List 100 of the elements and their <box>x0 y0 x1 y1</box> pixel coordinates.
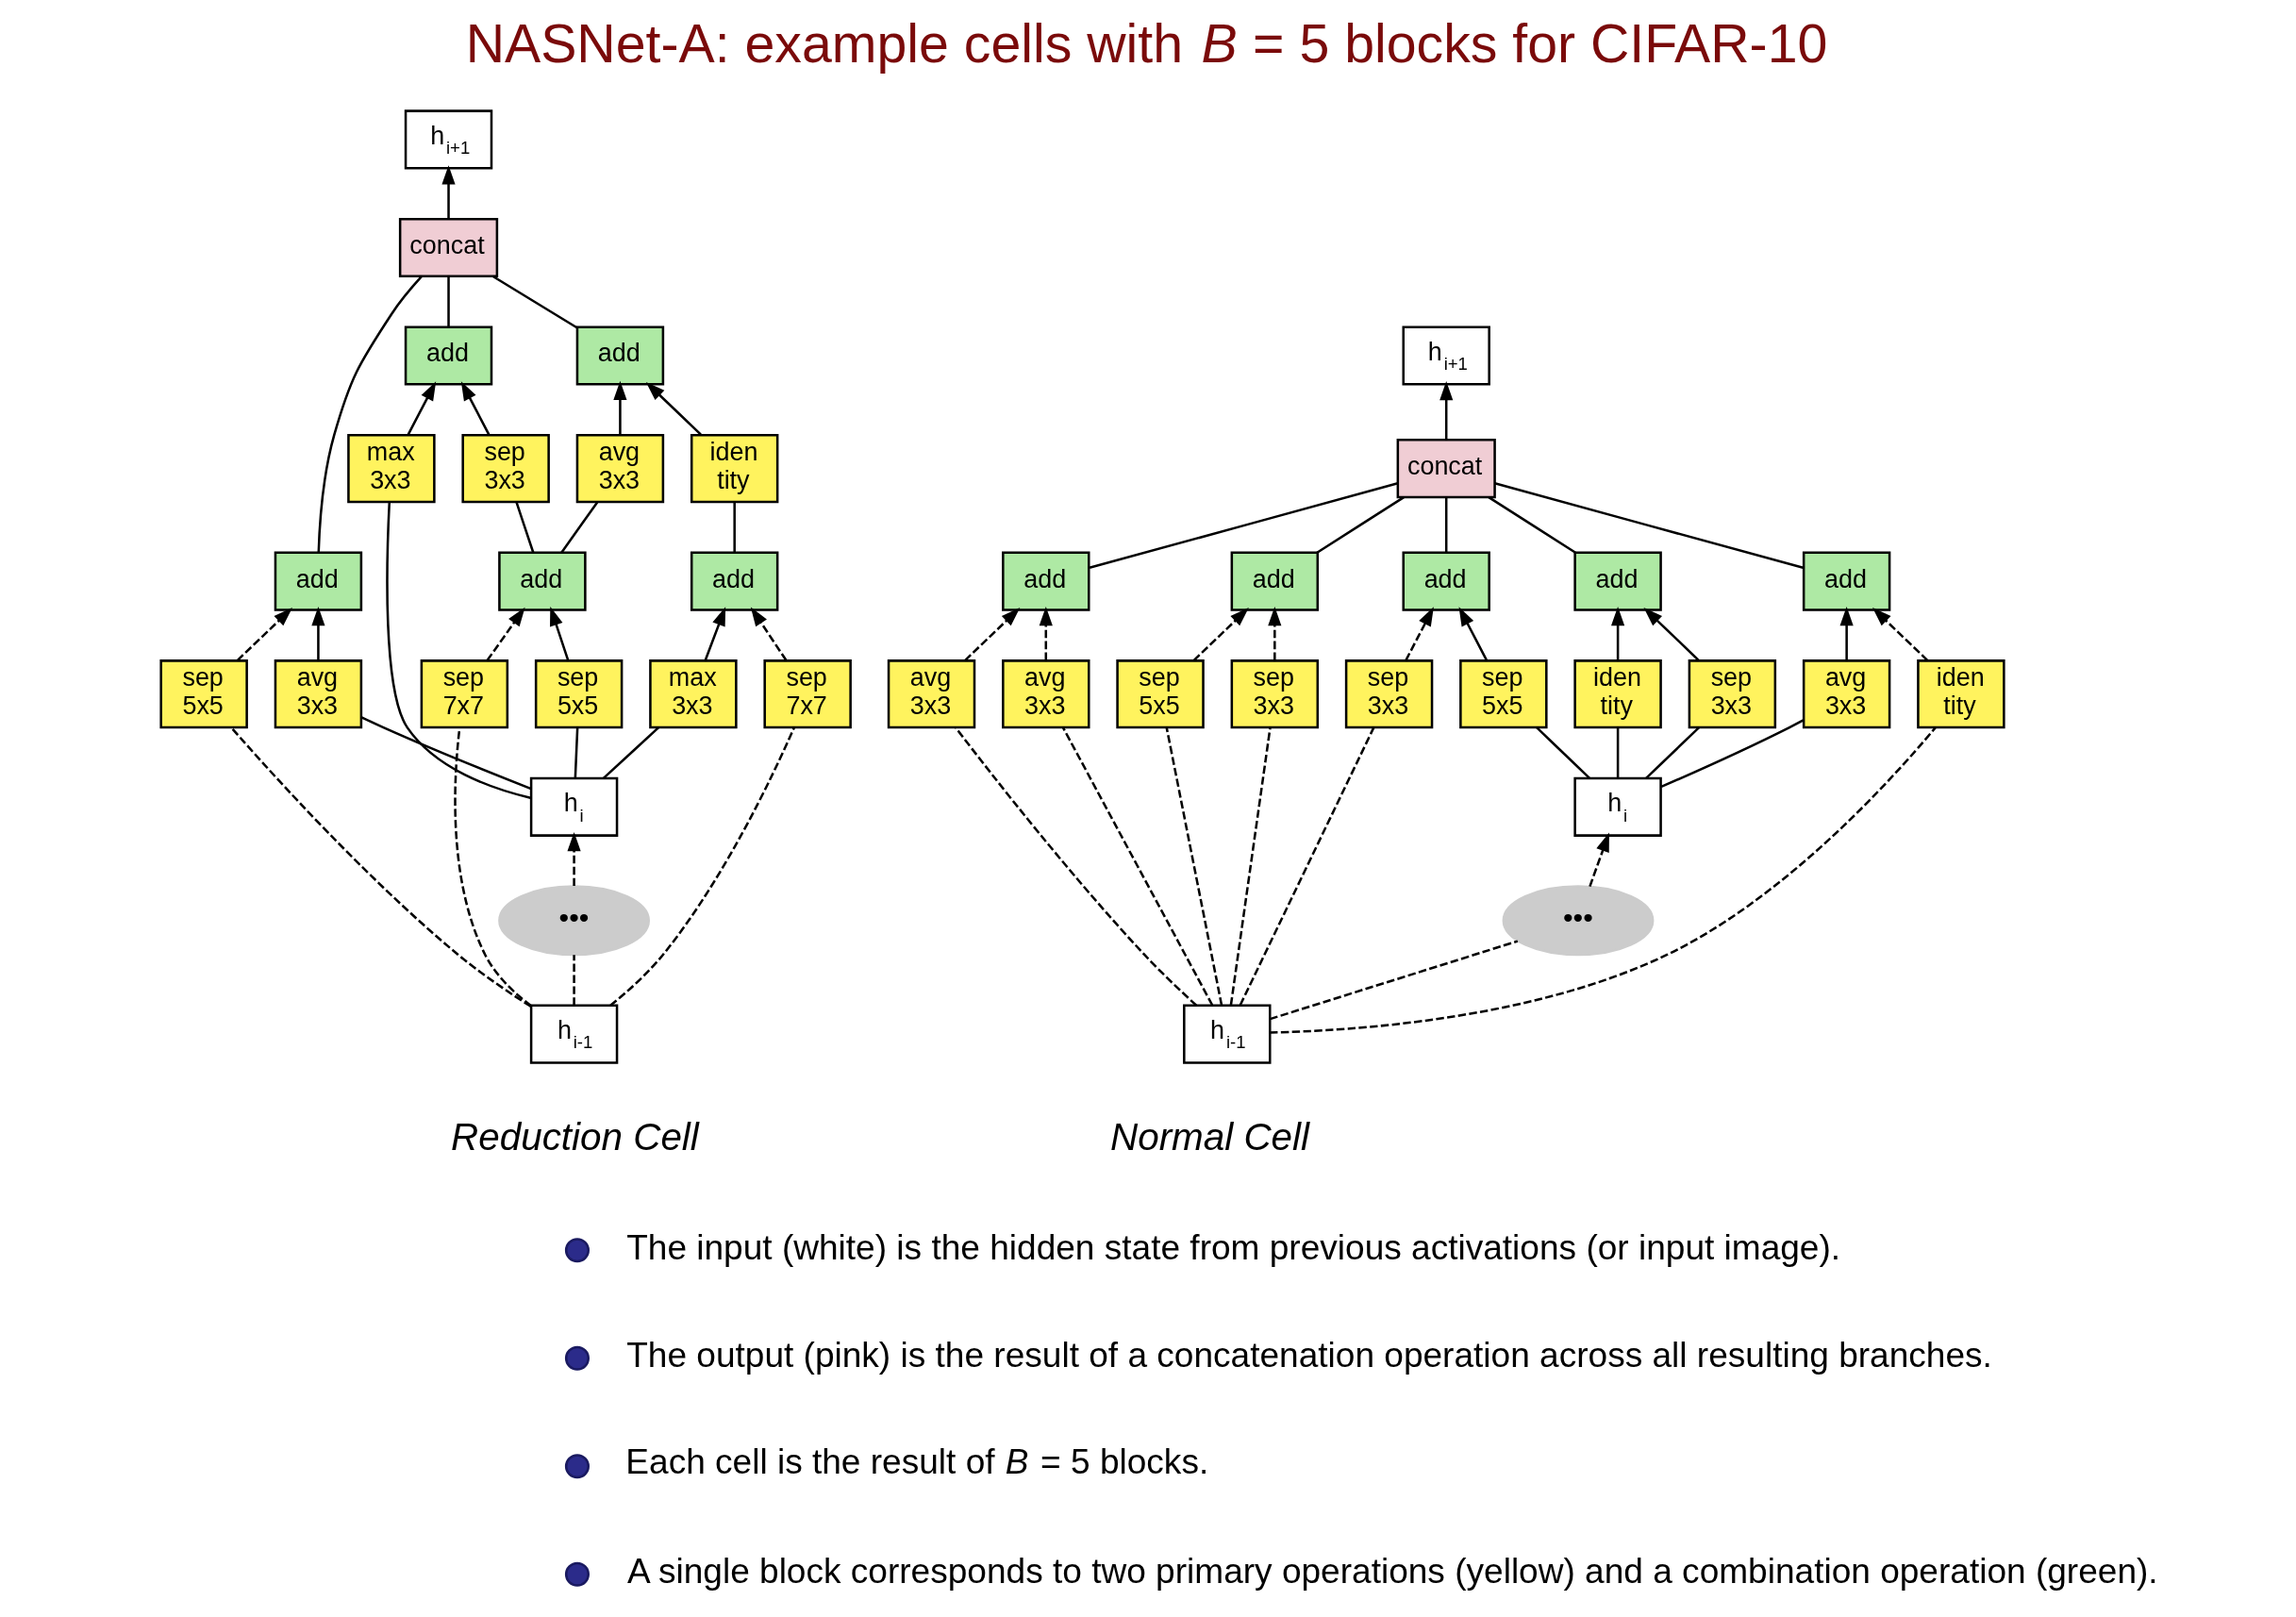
node-box: sep 3x3 <box>1230 659 1320 729</box>
node-box: sep 3x3 <box>1688 659 1777 729</box>
node-box: add <box>498 551 587 611</box>
arrow <box>460 381 491 436</box>
arrow <box>645 381 702 436</box>
connector <box>560 501 599 554</box>
label: Each cell is the result of B = 5 blocks. <box>625 1442 1209 1482</box>
node-box: add <box>575 325 665 386</box>
connector <box>1645 726 1701 779</box>
node-box: h$_{i}$ <box>1573 776 1662 837</box>
connector <box>317 275 423 553</box>
node-box: iden tity <box>1573 659 1662 729</box>
connector <box>1316 496 1405 554</box>
label: The input (white) is the hidden state from previous activations (or input image). <box>626 1226 1841 1267</box>
connector <box>573 955 575 1006</box>
node-ellipse: ••• <box>498 885 650 957</box>
connector <box>1061 726 1214 1006</box>
connector <box>609 726 795 1007</box>
connector <box>1229 727 1272 1006</box>
node-box: sep 5x5 <box>159 659 248 729</box>
arrow <box>1439 381 1454 441</box>
node-box: h$_{i-1}$ <box>1183 1004 1272 1064</box>
node-box: max 3x3 <box>347 433 436 504</box>
node-box: add <box>1573 551 1662 611</box>
label: Reduction Cell <box>451 1115 699 1159</box>
label: A single block corresponds to two primary operations (yellow) and a combination operation (green). <box>627 1551 2158 1592</box>
connector <box>1488 496 1576 554</box>
node-box: avg 3x3 <box>1002 659 1090 729</box>
arrow <box>1405 607 1434 661</box>
connector <box>1494 482 1804 570</box>
node-box: sep 3x3 <box>461 433 550 504</box>
node-box: avg 3x3 <box>575 433 665 504</box>
connector <box>1660 719 1805 789</box>
node-box: add <box>690 551 779 611</box>
connector <box>733 502 736 553</box>
label: The output (pink) is the result of a concatenation operation across all resulting branches. <box>626 1335 1992 1375</box>
node-box: max 3x3 <box>649 659 738 729</box>
node-box: add <box>1802 551 1891 611</box>
arrow <box>237 608 293 661</box>
arrow <box>567 831 581 886</box>
arrow <box>1458 607 1489 661</box>
node-box: avg 3x3 <box>274 659 363 729</box>
connector <box>1239 726 1375 1006</box>
node-box: sep 5x5 <box>534 659 624 729</box>
node-box: avg 3x3 <box>1802 659 1891 729</box>
connector <box>1165 726 1223 1006</box>
arrow <box>407 381 437 436</box>
connector <box>515 502 535 554</box>
diagram-title: NASNet-A: example cells with B = 5 blocks for CIFAR-10 <box>465 12 1828 74</box>
node-box: sep 3x3 <box>1344 659 1434 729</box>
node-box: sep 5x5 <box>1459 659 1548 729</box>
connector <box>360 716 531 790</box>
connector <box>1616 727 1620 778</box>
node-box: h$_{i+1}$ <box>404 109 493 170</box>
node-box: h$_{i-1}$ <box>529 1004 619 1064</box>
arrow <box>964 608 1021 661</box>
arrow <box>441 165 456 219</box>
node-box: h$_{i+1}$ <box>1402 325 1490 386</box>
connector <box>1536 726 1590 779</box>
node-box: h$_{i}$ <box>529 776 619 837</box>
arrow <box>1872 608 1929 661</box>
arrow <box>1839 606 1854 660</box>
connector <box>574 727 579 778</box>
connector <box>230 726 532 1008</box>
arrow <box>550 607 570 661</box>
node-box: add <box>1002 551 1090 611</box>
connector <box>1270 726 1937 1034</box>
arrow <box>1268 606 1282 660</box>
node-box: add <box>404 325 493 386</box>
connector <box>386 502 531 799</box>
arrow <box>613 380 627 435</box>
label: Normal Cell <box>1110 1115 1310 1159</box>
connector <box>955 726 1198 1007</box>
node-box: sep 7x7 <box>420 659 509 729</box>
connector <box>447 276 450 327</box>
connector <box>1444 497 1448 553</box>
connector <box>1089 482 1399 570</box>
node-box: sep 5x5 <box>1116 659 1205 729</box>
node-box: add <box>1230 551 1320 611</box>
node-box: avg 3x3 <box>887 659 976 729</box>
arrow <box>1589 832 1609 887</box>
connector <box>602 726 660 779</box>
connector <box>492 275 578 329</box>
node-box: iden tity <box>690 433 779 504</box>
arrow <box>311 606 325 660</box>
arrow <box>704 607 726 661</box>
node-box: concat <box>398 217 499 278</box>
arrow <box>1039 606 1053 660</box>
arrow <box>1611 606 1625 660</box>
connector <box>1270 940 1519 1021</box>
node-box: iden tity <box>1917 659 2005 729</box>
arrow <box>1643 608 1700 661</box>
arrow <box>750 607 788 661</box>
node-box: add <box>274 551 363 611</box>
node-box: add <box>1402 551 1490 611</box>
node-box: sep 7x7 <box>763 659 852 729</box>
node-ellipse: ••• <box>1502 885 1655 957</box>
arrow <box>1192 608 1249 661</box>
node-box: concat <box>1396 439 1496 499</box>
arrow <box>486 607 525 661</box>
